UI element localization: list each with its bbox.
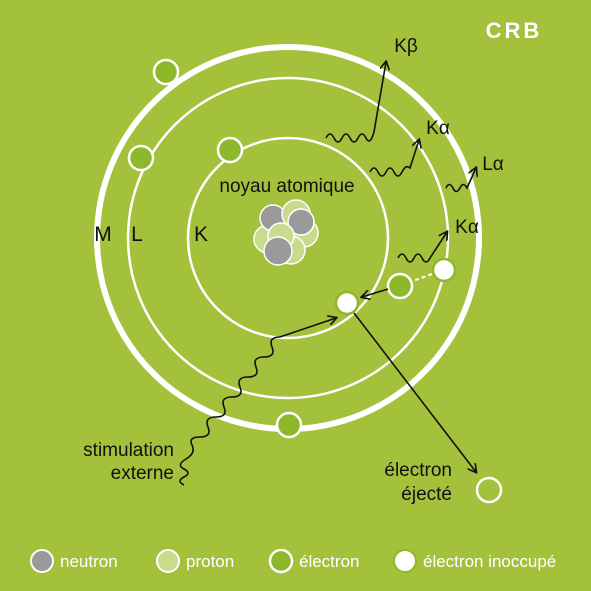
electron-m-shell-bottom — [275, 411, 303, 439]
stimulation-label-line1: stimulation — [83, 440, 174, 461]
legend-electron-label: électron — [299, 552, 359, 571]
ejected-label-line1: électron — [384, 460, 452, 481]
shell-label-l: L — [131, 223, 143, 246]
photon-k-alpha-2 — [397, 232, 447, 263]
electron-l-shell-transition — [386, 272, 414, 300]
stimulation-label-line2: externe — [111, 463, 174, 484]
electron-l-shell — [127, 144, 155, 172]
photon-k-alpha-1 — [369, 140, 419, 177]
photon-l-alpha — [445, 168, 476, 193]
nucleus-label: noyau atomique — [219, 176, 354, 197]
shell-k — [186, 136, 390, 340]
electron-k-shell — [216, 136, 244, 164]
logo-text: CRB — [486, 18, 543, 43]
legend-neutron-label: neutron — [60, 552, 118, 571]
crb-logo: CRB — [486, 18, 543, 43]
neutron — [263, 236, 293, 266]
legend-vacancy-icon — [393, 549, 417, 573]
photon-stimulation — [179, 318, 336, 486]
photon-k-beta — [325, 62, 386, 143]
legend-electron-icon — [268, 548, 294, 574]
legend: neutron proton électron électron inoccup… — [30, 548, 556, 574]
nucleus — [253, 199, 319, 266]
emission-label-k-beta: Kβ — [394, 36, 418, 57]
vacancy-k-shell — [334, 290, 360, 316]
shell-label-m: M — [94, 223, 112, 246]
ejected-label-line2: éjecté — [401, 484, 452, 505]
emission-label-k-alpha-1: Kα — [426, 118, 450, 139]
electron-m-shell — [152, 58, 180, 86]
legend-neutron-icon — [30, 549, 54, 573]
emission-label-k-alpha-2: Kα — [455, 217, 479, 238]
ejection-arrow — [353, 312, 476, 472]
vacancy-m-shell — [431, 257, 457, 283]
legend-proton-label: proton — [186, 552, 234, 571]
ejected-electron — [475, 476, 503, 504]
transition-line-m-to-l — [412, 273, 433, 282]
legend-proton-icon — [156, 549, 180, 573]
transition-arrow-l-to-k — [362, 288, 389, 297]
neutron — [287, 208, 315, 236]
emission-label-l-alpha: Lα — [482, 154, 504, 175]
shell-label-k: K — [194, 223, 208, 246]
legend-vacancy-label: électron inoccupé — [423, 552, 556, 571]
